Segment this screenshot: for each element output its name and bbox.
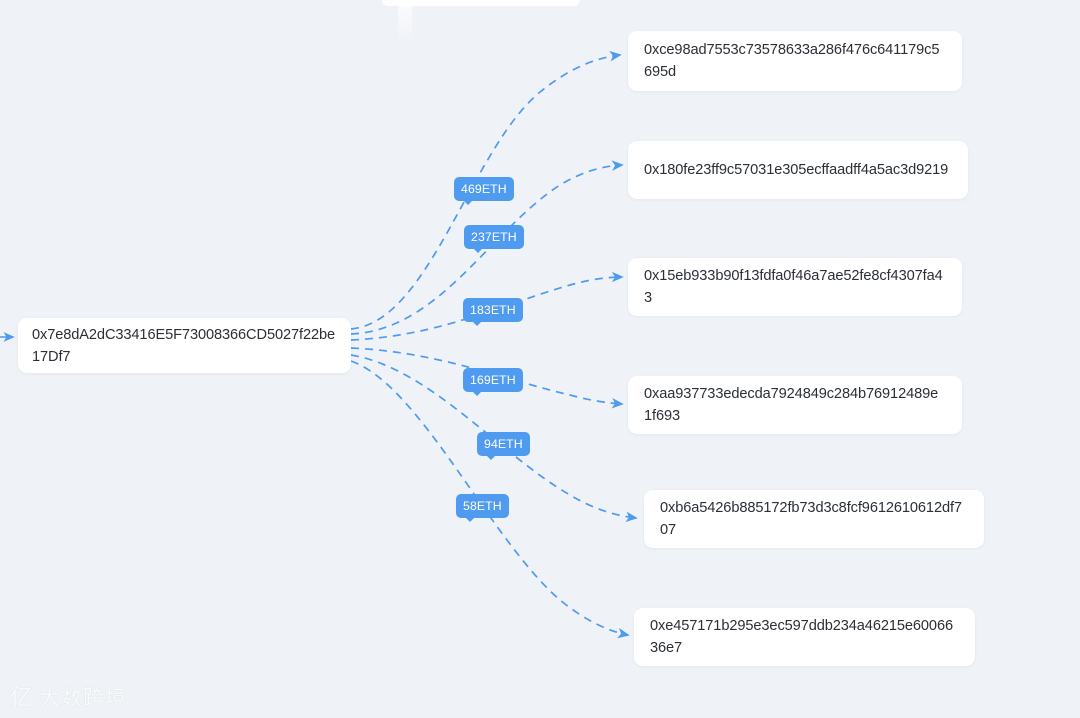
node-target-address: 0xaa937733edecda7924849c284b76912489e1f6… xyxy=(644,386,939,424)
node-target-5[interactable]: 0xb6a5426b885172fb73d3c8fcf9612610612df7… xyxy=(644,490,984,548)
edge-to-target-4 xyxy=(350,347,624,409)
top-panel-edge xyxy=(382,0,580,6)
edge-to-target-1 xyxy=(350,51,622,330)
edge-value-badge-3[interactable]: 183ETH xyxy=(463,298,523,327)
node-target-address: 0xb6a5426b885172fb73d3c8fcf9612610612df7… xyxy=(660,500,962,538)
node-target-3[interactable]: 0x15eb933b90f13fdfa0f46a7ae52fe8cf4307fa… xyxy=(628,258,962,316)
edge-to-target-6 xyxy=(350,360,630,639)
node-target-6[interactable]: 0xe457171b295e3ec597ddb234a46215e6006636… xyxy=(634,608,975,666)
edge-value-badge-6[interactable]: 58ETH xyxy=(456,494,509,523)
node-target-address: 0x180fe23ff9c57031e305ecffaadff4a5ac3d92… xyxy=(644,162,949,178)
node-target-4[interactable]: 0xaa937733edecda7924849c284b76912489e1f6… xyxy=(628,376,962,434)
node-root[interactable]: 0x7e8dA2dC33416E5F73008366CD5027f22be17D… xyxy=(18,318,351,373)
edge-to-target-5 xyxy=(350,354,638,523)
node-target-address: 0xce98ad7553c73578633a286f476c641179c569… xyxy=(644,42,940,80)
node-target-2[interactable]: 0x180fe23ff9c57031e305ecffaadff4a5ac3d92… xyxy=(628,141,968,199)
edge-value-badge-5[interactable]: 94ETH xyxy=(477,432,530,461)
edge-to-target-3 xyxy=(350,271,624,341)
edge-to-target-2 xyxy=(350,160,624,335)
edge-value-badge-4[interactable]: 169ETH xyxy=(463,368,523,397)
edge-value-badge-1[interactable]: 469ETH xyxy=(454,177,514,206)
top-panel-shadow xyxy=(398,0,412,46)
node-target-1[interactable]: 0xce98ad7553c73578633a286f476c641179c569… xyxy=(628,31,962,91)
edge-value-badge-2[interactable]: 237ETH xyxy=(464,225,524,254)
node-root-address: 0x7e8dA2dC33416E5F73008366CD5027f22be17D… xyxy=(32,326,336,365)
node-target-address: 0x15eb933b90f13fdfa0f46a7ae52fe8cf4307fa… xyxy=(644,268,943,306)
node-target-address: 0xe457171b295e3ec597ddb234a46215e6006636… xyxy=(650,618,953,656)
